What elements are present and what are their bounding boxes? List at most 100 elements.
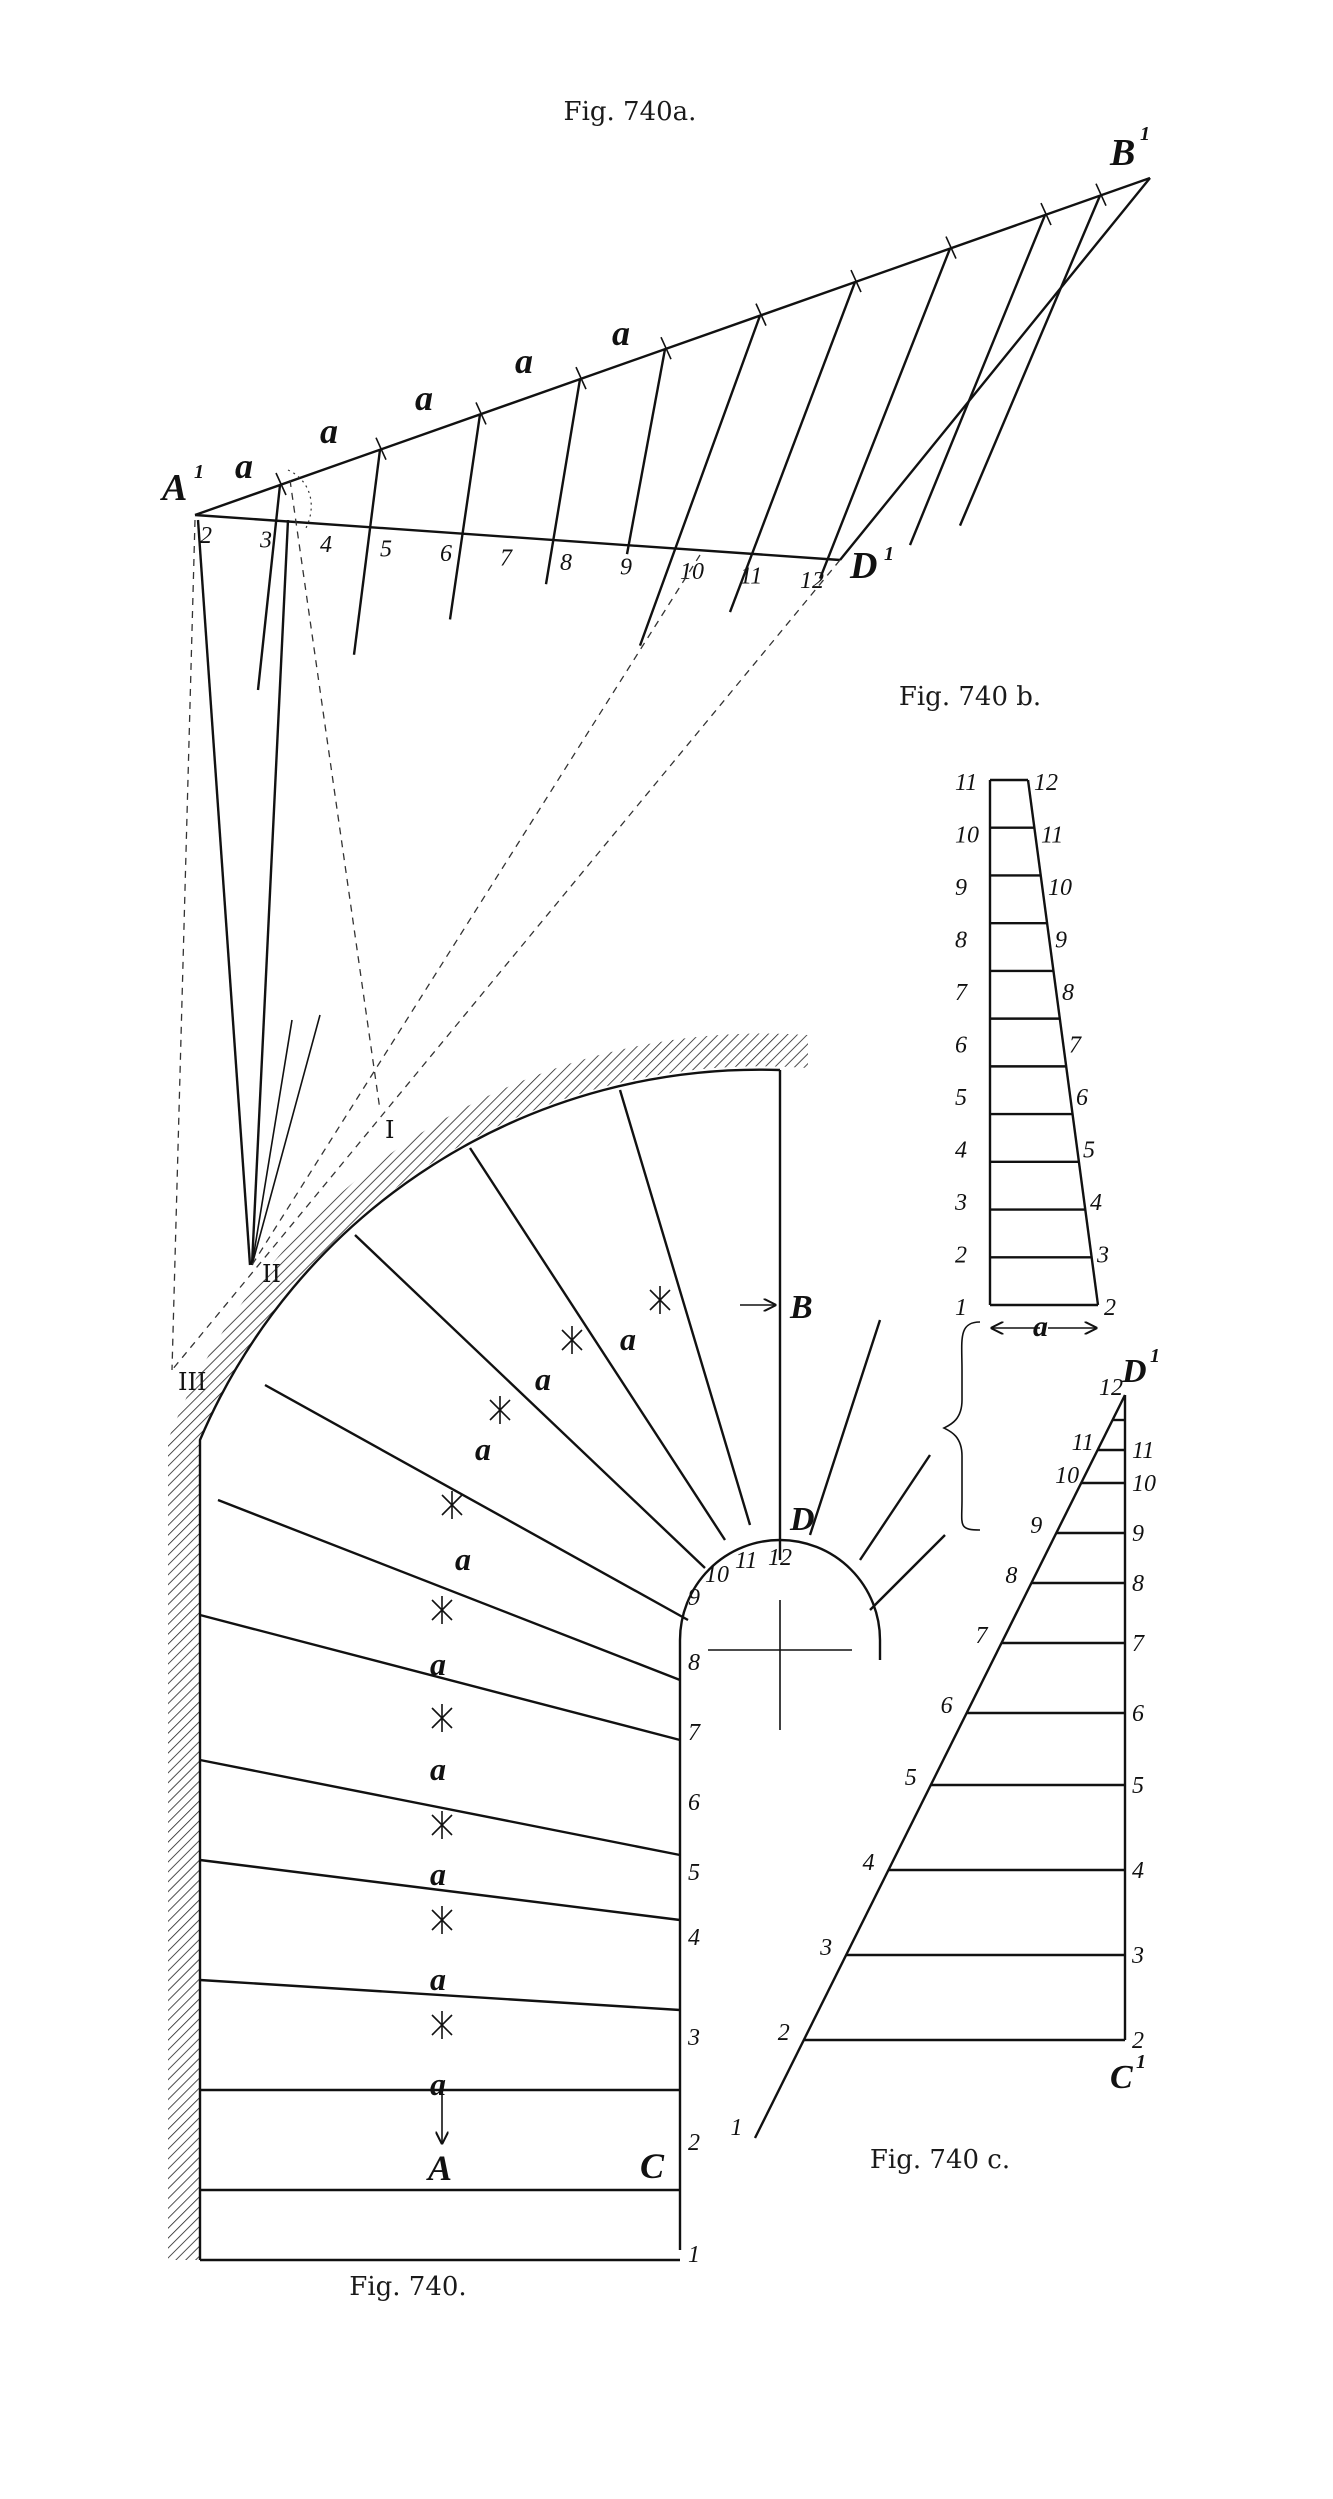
step-number-right: 2	[1104, 1295, 1116, 1321]
tread-number: 11	[740, 564, 762, 590]
tread-line	[468, 1147, 727, 1541]
tread-number: 2	[688, 2130, 700, 2156]
step-number-right: 4	[1132, 1858, 1144, 1884]
point-label-d1-c-sup: 1	[1150, 1345, 1160, 1367]
tick-mark	[755, 303, 767, 326]
step-lines	[803, 1418, 1125, 2042]
point-label-d1: D	[849, 545, 877, 587]
tread-number: 12	[800, 568, 824, 594]
tread-number: 7	[688, 1720, 701, 1746]
tread-line	[199, 1858, 681, 1922]
tread-number: 1	[688, 2242, 700, 2268]
dashed-line	[171, 519, 196, 1371]
riser-line	[728, 281, 857, 613]
step-number-left: 5	[955, 1085, 967, 1111]
point-label-b1: B	[1109, 132, 1135, 174]
dimension-a-label: a	[430, 2066, 446, 2102]
construction-line	[251, 1019, 293, 1266]
tread-number: 8	[688, 1650, 700, 1676]
tick-mark	[1095, 183, 1107, 206]
tread-number: 6	[688, 1790, 700, 1816]
wall-line	[198, 1068, 781, 2260]
step-number-left: 5	[905, 1765, 917, 1791]
dimension-a-label: a	[612, 313, 630, 353]
point-label-d1-sup: 1	[884, 543, 894, 565]
step-number-right: 6	[1076, 1085, 1088, 1111]
point-label-b: B	[789, 1289, 813, 1326]
riser-line	[638, 315, 762, 647]
step-number-left: 8	[1005, 1563, 1017, 1589]
line-a1-b1	[194, 176, 1151, 517]
dashed-line	[251, 554, 701, 1266]
dimension-a-label: a	[430, 1961, 446, 1997]
tread-number: 5	[688, 1860, 700, 1886]
dimension-a-label: a	[535, 1361, 551, 1397]
point-label-a: A	[426, 2148, 452, 2188]
dimension-a-label: a	[475, 1431, 491, 1467]
tick-mark	[1040, 202, 1052, 226]
tick-mark	[475, 402, 487, 425]
step-number-left: 6	[955, 1033, 967, 1059]
riser-line	[256, 484, 282, 691]
tread-number: 8	[560, 550, 572, 576]
fig-740c-caption: Fig. 740 c.	[870, 2145, 1010, 2175]
step-number-right: 10	[1048, 875, 1072, 901]
step-number-left: 4	[955, 1138, 967, 1164]
step-number-right: 11	[1132, 1438, 1154, 1464]
well-ray	[859, 1454, 931, 1561]
riser-lines	[256, 195, 1102, 691]
hypotenuse	[753, 1394, 1127, 2139]
step-number-left: 11	[955, 770, 977, 796]
step-number-left: 7	[955, 980, 968, 1006]
dimension-a-label: a	[515, 341, 533, 381]
tread-number: 4	[320, 532, 332, 558]
wall-hatching	[168, 1033, 808, 2260]
tick-mark	[275, 472, 287, 496]
step-number-left: 9	[955, 875, 967, 901]
step-number-left: 2	[778, 2020, 790, 2046]
tread-number: 3	[687, 2025, 700, 2051]
tread-line	[199, 1758, 681, 1857]
step-number-right: 12	[1034, 770, 1058, 796]
tread-number: 6	[440, 541, 452, 567]
step-number-left: 2	[955, 1243, 967, 1269]
construction-line	[251, 1014, 321, 1266]
dimension-a-label: a	[320, 411, 338, 451]
tread-number: 11	[735, 1548, 757, 1574]
point-label-c: C	[640, 2146, 665, 2186]
fig-740a-caption: Fig. 740a.	[564, 97, 697, 127]
tread-line	[217, 1498, 681, 1682]
tick-marks	[275, 183, 1107, 496]
step-number-left: 10	[1055, 1463, 1079, 1489]
dashed-line	[171, 559, 841, 1371]
well-ray	[869, 1534, 946, 1611]
step-number-right: 5	[1132, 1773, 1144, 1799]
step-number-right: 2	[1132, 2028, 1144, 2054]
line-a1-d1	[194, 513, 841, 562]
right-edge	[1026, 779, 1100, 1306]
dimension-a-label: a	[235, 446, 253, 486]
step-number-right: 9	[1132, 1521, 1144, 1547]
point-label-b1-sup: 1	[1140, 123, 1150, 145]
step-number-left: 3	[819, 1935, 832, 1961]
tread-line	[264, 1383, 689, 1622]
dashed-line	[289, 479, 381, 1111]
riser-line	[448, 414, 482, 620]
riser-line	[544, 378, 582, 585]
riser-line	[625, 348, 667, 555]
tread-lines	[199, 1089, 752, 2262]
fig-740b-caption: Fig. 740 b.	[899, 682, 1041, 712]
tread-number: 3	[259, 528, 272, 554]
step-lines	[990, 826, 1092, 1259]
tick-mark	[375, 437, 387, 461]
tread-line	[618, 1089, 752, 1526]
tick-mark	[850, 269, 862, 293]
